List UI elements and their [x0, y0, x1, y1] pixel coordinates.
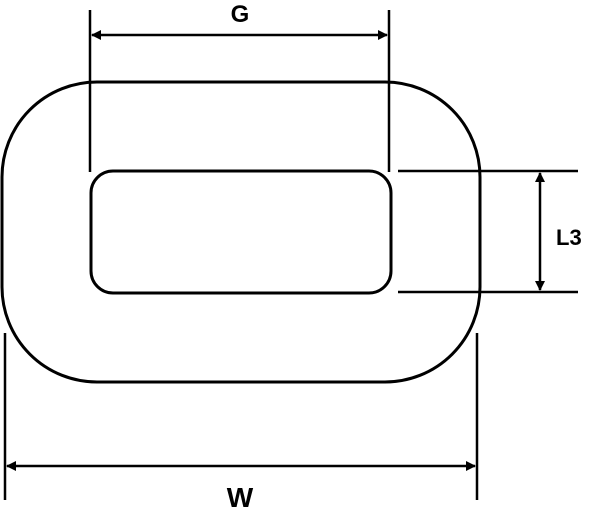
outer-link-outline	[0, 80, 482, 384]
l3-label: L3	[556, 225, 582, 250]
inner-opening-outline	[89, 169, 393, 295]
g-label: G	[231, 1, 250, 28]
w-label: W	[227, 482, 254, 511]
